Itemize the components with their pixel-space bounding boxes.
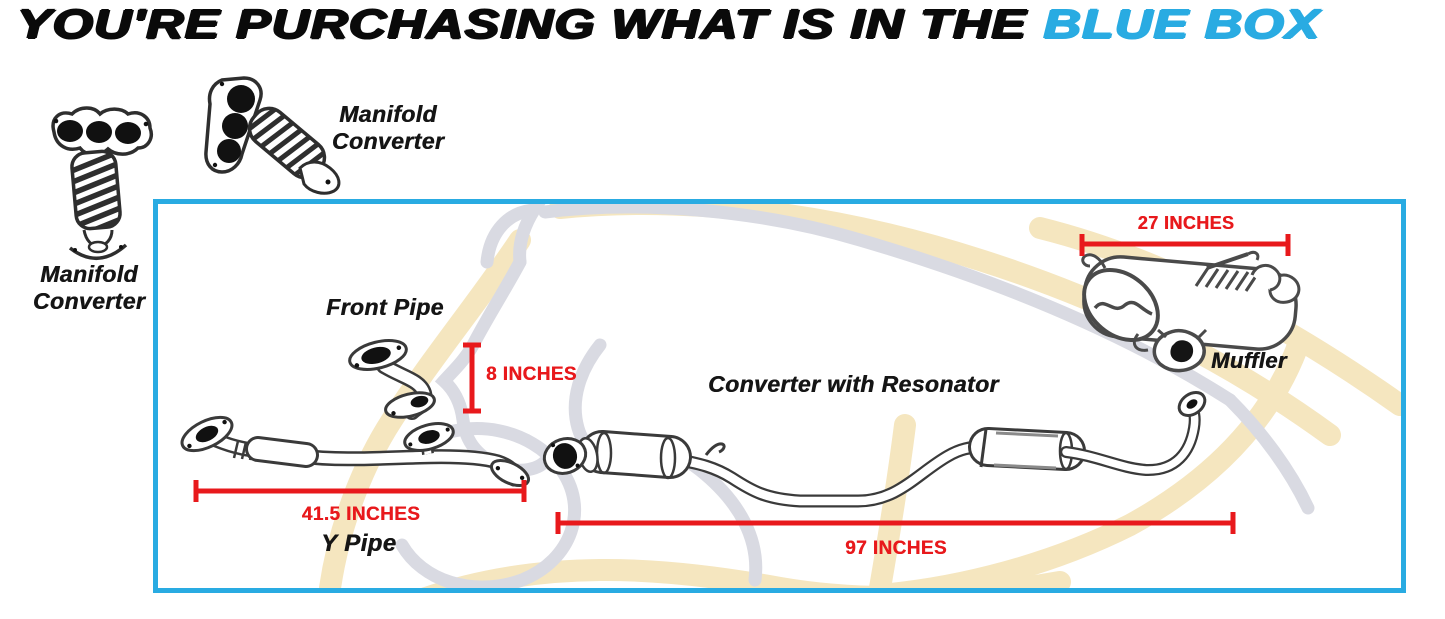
watermark-horse-logo bbox=[319, 204, 1401, 588]
measurement-41-5-inches: 41.5 INCHES bbox=[301, 504, 421, 525]
converter-with-resonator-drawing bbox=[542, 391, 1207, 508]
banner-title: YOU'RE PURCHASING WHAT IS IN THE BLUE BOX bbox=[17, 1, 1321, 48]
measure-41-5-inches-line bbox=[193, 480, 527, 502]
front-pipe-label: Front Pipe bbox=[326, 294, 444, 320]
y-pipe-label: Y Pipe bbox=[321, 530, 397, 557]
front-pipe-drawing bbox=[348, 339, 436, 420]
manifold-converter-left-label-line2: Converter bbox=[32, 288, 146, 314]
muffler-label: Muffler bbox=[1211, 348, 1287, 373]
manifold-converter-angled-drawing bbox=[204, 76, 341, 195]
banner-title-highlight: BLUE BOX bbox=[1043, 1, 1321, 47]
measure-97-inches-line bbox=[555, 512, 1236, 534]
y-pipe-drawing bbox=[180, 415, 531, 488]
banner-title-prefix: YOU'RE PURCHASING WHAT IS IN THE bbox=[17, 1, 1028, 47]
measurement-lines bbox=[193, 234, 1291, 534]
manifold-converter-left-label-line1: Manifold bbox=[40, 261, 138, 287]
manifold-converter-right-label-line1: Manifold bbox=[339, 101, 437, 127]
manifold-converter-left-label: Manifold Converter bbox=[14, 261, 164, 315]
blue-box bbox=[153, 199, 1406, 593]
manifold-converter-right-label-line2: Converter bbox=[331, 128, 445, 154]
measurement-97-inches: 97 INCHES bbox=[845, 538, 947, 559]
measure-8-inches-line bbox=[463, 342, 481, 414]
measurement-8-inches: 8 INCHES bbox=[486, 364, 577, 385]
measure-27-inches-line bbox=[1079, 234, 1291, 256]
converter-with-resonator-label: Converter with Resonator bbox=[708, 371, 999, 397]
measurement-27-inches: 27 INCHES bbox=[1137, 213, 1235, 233]
manifold-converter-right-label: Manifold Converter bbox=[316, 101, 460, 155]
muffler-drawing bbox=[1081, 250, 1301, 373]
manifold-converter-upright-drawing bbox=[51, 106, 153, 261]
